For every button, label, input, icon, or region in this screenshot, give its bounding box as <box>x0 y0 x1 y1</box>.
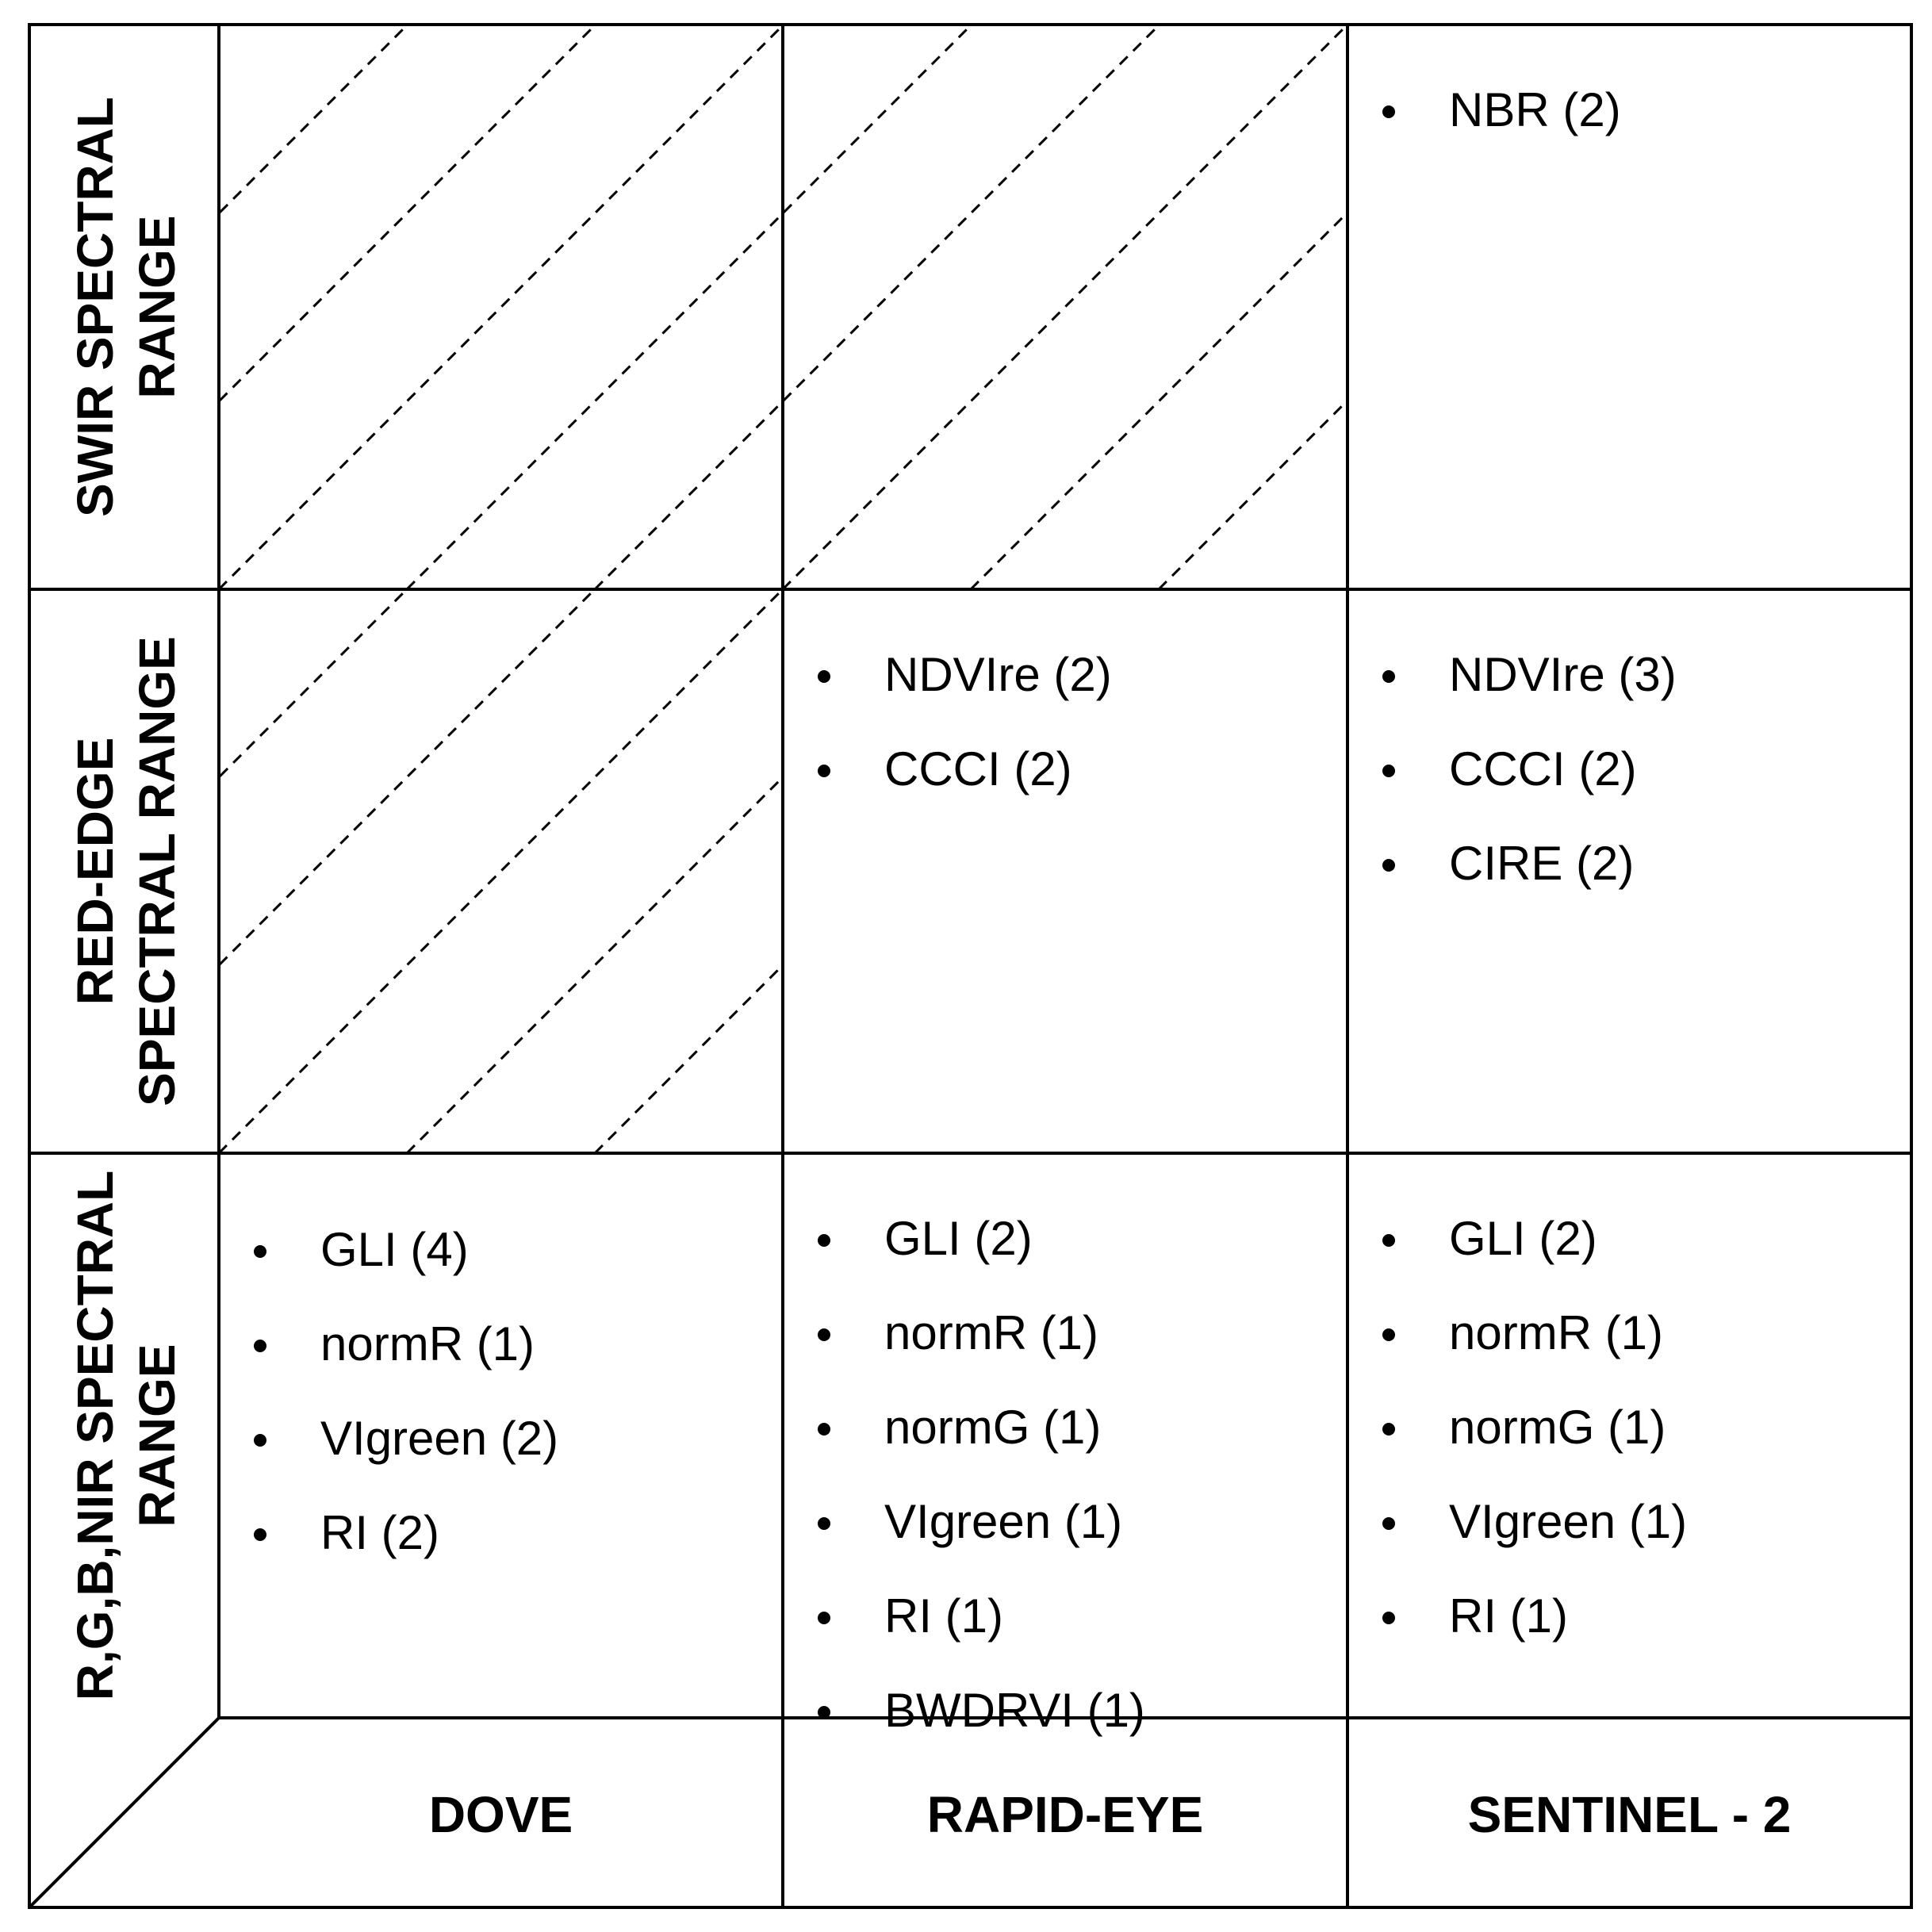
matrix-cell: GLI (4) normR (1) VIgreen (2) RI (2) <box>254 1223 558 1559</box>
index-item: normR (1) <box>884 1306 1098 1359</box>
column-header: SENTINEL - 2 <box>1468 1786 1792 1843</box>
index-item: RI (1) <box>884 1589 1003 1643</box>
hatch-line <box>1723 0 1932 589</box>
hatch-line <box>0 558 63 1153</box>
hatch-line <box>1345 586 1347 589</box>
hatch-line <box>781 1151 783 1153</box>
outer-border <box>28 23 1913 1909</box>
hatch-line <box>783 25 974 216</box>
bullet-icon <box>1382 1328 1395 1341</box>
hatch-line <box>1911 558 1932 1153</box>
bullet-icon <box>818 1517 830 1530</box>
index-item: GLI (4) <box>320 1223 469 1276</box>
hatch-pattern <box>0 0 1932 589</box>
hatch-line <box>1347 558 1932 1153</box>
hatch-line <box>783 25 1162 404</box>
index-item: RI (1) <box>1449 1589 1568 1643</box>
bullet-icon <box>818 1706 830 1719</box>
hatch-line <box>0 0 63 589</box>
bullet-icon <box>1382 105 1395 118</box>
hatch-line <box>593 399 783 589</box>
hatch-line <box>219 589 221 592</box>
hatch-line <box>783 25 786 28</box>
index-item: VIgreen (2) <box>320 1412 558 1465</box>
index-item: VIgreen (1) <box>884 1495 1122 1548</box>
index-item: GLI (2) <box>884 1212 1033 1265</box>
index-item: NDVIre (2) <box>884 648 1112 701</box>
bullet-icon <box>1382 1517 1395 1530</box>
hatch-line <box>593 963 783 1153</box>
row-label-line: RANGE <box>128 215 186 398</box>
matrix-cell: GLI (2) normR (1) normG (1) VIgreen (1) RI (… <box>818 1212 1145 1737</box>
hatch-pattern <box>0 0 1932 589</box>
hatch-line <box>1157 398 1347 589</box>
index-item: CIRE (2) <box>1449 837 1634 890</box>
index-item: VIgreen (1) <box>1449 1495 1687 1548</box>
hatch-line <box>219 25 598 404</box>
bullet-icon <box>254 1340 266 1352</box>
index-item: GLI (2) <box>1449 1212 1597 1265</box>
column-header: DOVE <box>429 1786 573 1843</box>
hatch-line <box>405 211 783 589</box>
bullet-icon <box>1382 1234 1395 1247</box>
corner-diagonal <box>28 1716 220 1909</box>
hatch-line <box>219 25 783 589</box>
hatch-line <box>783 25 1347 589</box>
bullet-icon <box>818 765 830 777</box>
hatch-line <box>405 775 783 1153</box>
index-item: CCCI (2) <box>1449 742 1637 795</box>
bullet-icon <box>818 1234 830 1247</box>
matrix-cell: NDVIre (3) CCCI (2) CIRE (2) <box>1382 648 1677 890</box>
hatch-line <box>1723 558 1932 1153</box>
matrix-cell: NBR (2) <box>1382 83 1621 136</box>
bullet-icon <box>818 1423 830 1436</box>
index-item: normG (1) <box>1449 1401 1666 1454</box>
index-item: NDVIre (3) <box>1449 648 1677 701</box>
index-item: NBR (2) <box>1449 83 1621 136</box>
row-label-line: SPECTRAL RANGE <box>128 636 186 1106</box>
hatch-line <box>1723 0 1932 589</box>
hatch-line <box>219 25 222 28</box>
bullet-icon <box>818 670 830 683</box>
row-label-line: RANGE <box>128 1344 186 1527</box>
bullet-icon <box>1382 1612 1395 1624</box>
bullet-icon <box>1382 859 1395 872</box>
hatch-pattern <box>0 558 1932 1153</box>
bullet-icon <box>1382 765 1395 777</box>
hatch-line <box>0 0 251 589</box>
bullet-icon <box>1382 1423 1395 1436</box>
hatch-line <box>1911 0 1932 589</box>
grid-lines <box>28 23 1913 1909</box>
bullet-icon <box>818 1328 830 1341</box>
index-item: BWDRVI (1) <box>884 1684 1145 1737</box>
index-item: RI (2) <box>320 1506 439 1559</box>
index-item: normR (1) <box>320 1317 535 1370</box>
index-item: normR (1) <box>1449 1306 1663 1359</box>
hatch-line <box>1347 0 1932 589</box>
index-item: CCCI (2) <box>884 742 1072 795</box>
bullet-icon <box>254 1528 266 1541</box>
bullet-icon <box>1382 670 1395 683</box>
hatching <box>0 0 1932 1153</box>
bullet-icon <box>818 1612 830 1624</box>
hatch-line <box>0 0 63 589</box>
hatch-line <box>969 210 1347 589</box>
hatch-line <box>781 587 783 589</box>
index-item: normG (1) <box>884 1401 1101 1454</box>
row-label-line: RED-EDGE <box>67 738 124 1006</box>
bullet-icon <box>254 1245 266 1258</box>
hatch-line <box>219 589 783 1153</box>
row-label-line: SWIR SPECTRAL <box>67 97 124 517</box>
matrix-cell: GLI (2) normR (1) normG (1) VIgreen (1) RI (… <box>1382 1212 1687 1643</box>
hatch-line <box>219 589 597 968</box>
hatch-line <box>1911 0 1932 589</box>
row-label-line: R,G,B,NIR SPECTRAL <box>67 1171 124 1700</box>
matrix-cell: NDVIre (2) CCCI (2) <box>818 648 1112 795</box>
bullet-icon <box>254 1434 266 1447</box>
column-header: RAPID-EYE <box>927 1786 1204 1843</box>
